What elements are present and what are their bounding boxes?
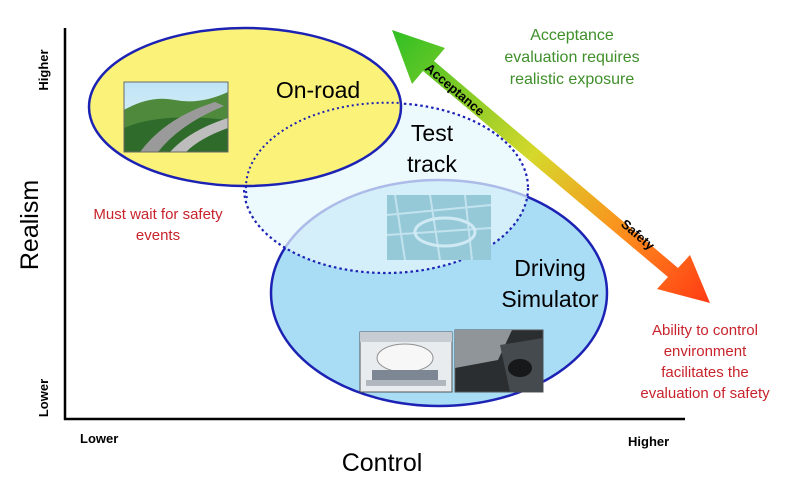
acceptance-note-line1: Acceptance (530, 27, 614, 44)
x-axis-low-label: Lower (80, 431, 118, 446)
test-track-label-line2: track (407, 151, 457, 177)
control-note-line4: evaluation of safety (640, 385, 770, 402)
y-axis-label: Realism (16, 180, 44, 270)
y-axis-high-label: Higher (36, 49, 51, 90)
y-axis-low-label: Lower (36, 379, 51, 417)
safety-events-note-line2: events (136, 227, 180, 244)
simulator-label-line2: Simulator (501, 286, 598, 312)
control-note-line3: facilitates the (661, 364, 749, 381)
acceptance-safety-arrow (392, 30, 710, 303)
control-note-line1: Ability to control (652, 322, 758, 339)
test-track-boundary-overlay (244, 101, 401, 199)
safety-events-note-line1: Must wait for safety (93, 206, 223, 223)
test-track-photo (386, 194, 492, 261)
arrow-shaft-with-heads (392, 30, 710, 303)
on-road-label: On-road (276, 77, 360, 103)
x-axis-high-label: Higher (628, 434, 669, 449)
simulator-facility-photo (359, 331, 453, 393)
simulator-cockpit-photo (454, 329, 544, 393)
axes (63, 28, 685, 421)
test-track-label-line1: Test (411, 120, 454, 146)
simulator-label-line1: Driving (514, 255, 586, 281)
x-axis-label: Control (342, 449, 423, 477)
control-note-line2: environment (664, 343, 747, 360)
highway-photo (123, 81, 229, 153)
acceptance-note-line2: evaluation requires (504, 49, 639, 66)
acceptance-note-line3: realistic exposure (510, 71, 635, 88)
